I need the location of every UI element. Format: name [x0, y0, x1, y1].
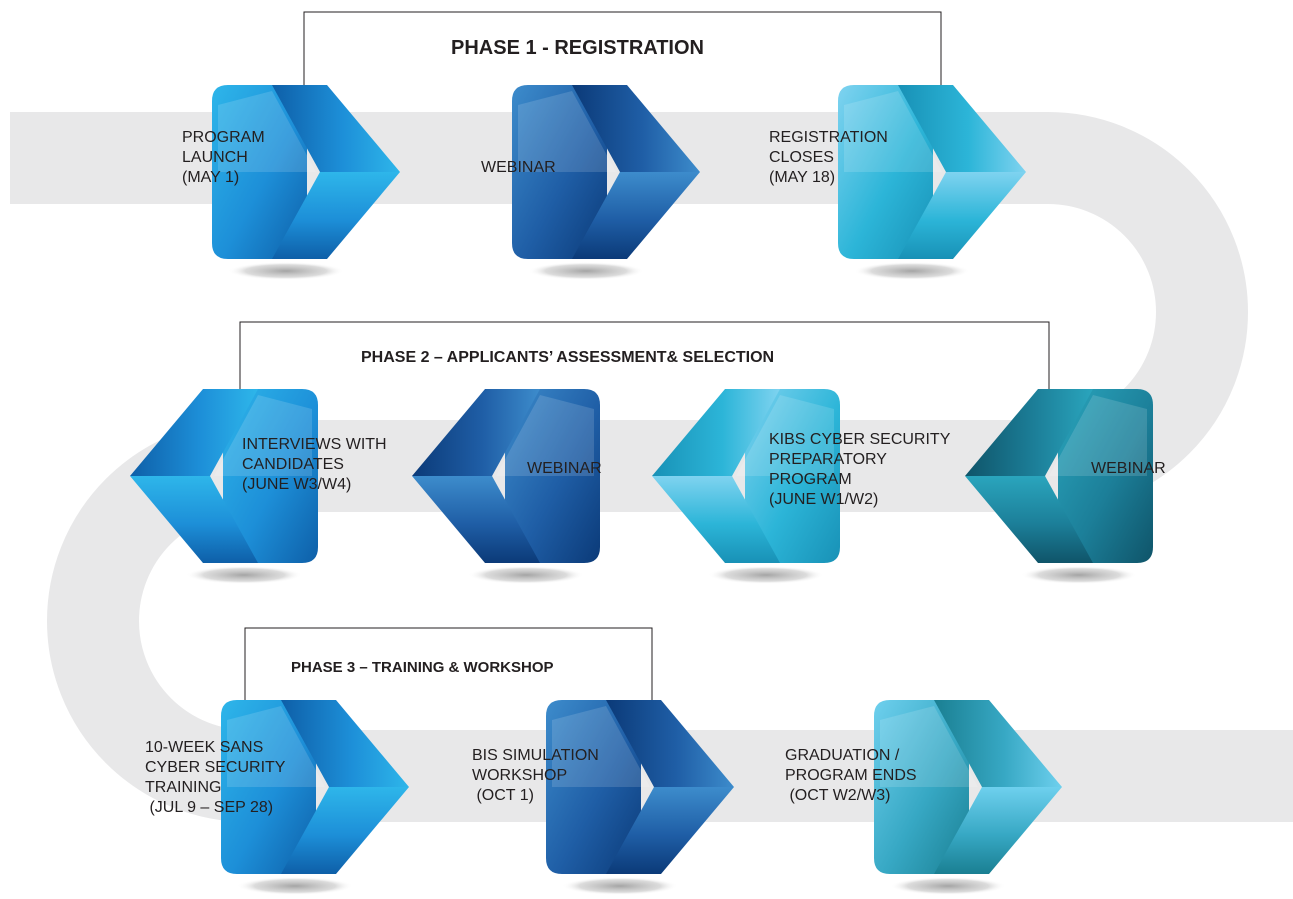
chevron-right-icon: [546, 700, 734, 874]
step-shadow: [186, 566, 302, 584]
step-shadow: [237, 877, 353, 895]
phase-1-title: PHASE 1 - REGISTRATION: [451, 37, 704, 59]
step-shadow: [562, 877, 678, 895]
chevron-right-icon: [838, 85, 1026, 259]
step-shadows: [186, 262, 1137, 895]
phase-2-bracket: [239, 321, 1050, 428]
phase-1-bracket: [303, 11, 942, 118]
timeline-road-path: [10, 112, 1293, 822]
chevron-left-icon: [130, 389, 318, 563]
step-shadow: [468, 566, 584, 584]
step-shadow: [1021, 566, 1137, 584]
step-shadow: [228, 262, 344, 280]
step-webinar-label: WEBINAR: [527, 460, 602, 477]
step-shadow: [854, 262, 970, 280]
phase-2-title: PHASE 2 – APPLICANTS’ ASSESSMENT& SELECT…: [361, 349, 775, 366]
chevron-left-icon: [965, 389, 1153, 563]
step-webinar-label: WEBINAR: [481, 159, 556, 176]
step-graduation-label: GRADUATION /PROGRAM ENDS (OCT W2/W3): [785, 747, 917, 804]
chevron-left-icon: [652, 389, 840, 563]
chevron-right-icon: [212, 85, 400, 259]
phase-3-bracket: [244, 627, 653, 736]
timeline-road: [10, 112, 1293, 822]
chevron-right-icon: [221, 700, 409, 874]
step-shadow: [708, 566, 824, 584]
phase-brackets: [239, 11, 1050, 736]
chevron-left-icon: [412, 389, 600, 563]
step-webinar-label: WEBINAR: [1091, 460, 1166, 477]
step-shadow: [890, 877, 1006, 895]
step-chevrons: [130, 85, 1153, 874]
phase-3-title: PHASE 3 – TRAINING & WORKSHOP: [291, 659, 554, 676]
chevron-right-icon: [512, 85, 700, 259]
chevron-right-icon: [874, 700, 1062, 874]
step-shadow: [528, 262, 644, 280]
